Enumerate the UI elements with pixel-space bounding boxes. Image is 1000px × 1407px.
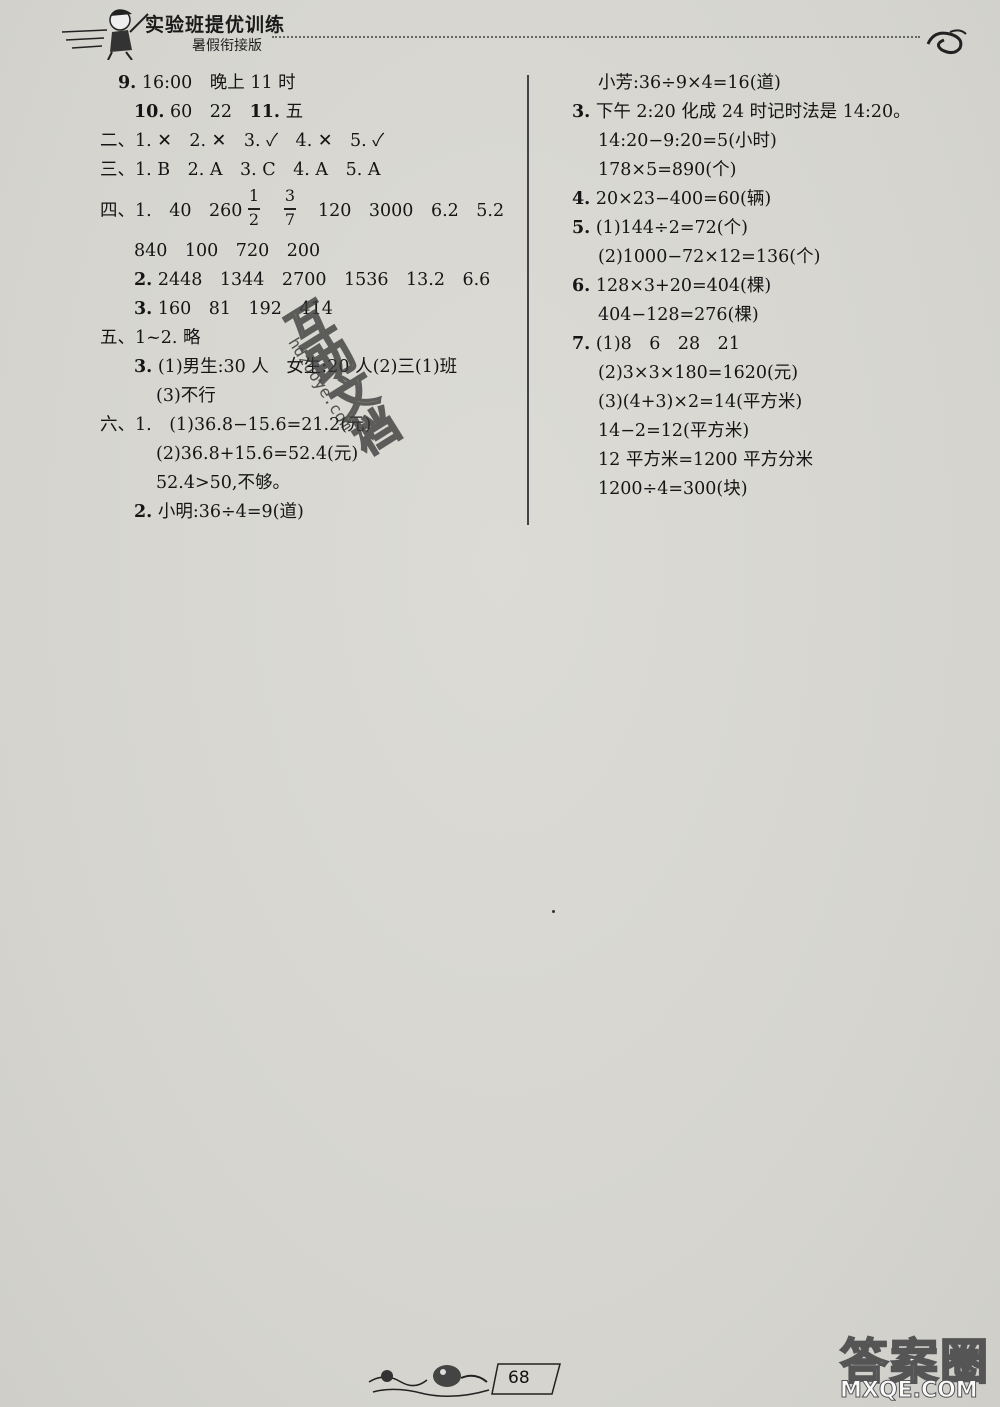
answer-line: 小芳:36÷9×4=16(道) xyxy=(598,73,781,93)
fraction-numerator: 1 xyxy=(248,186,260,205)
page-number-frame xyxy=(491,1363,561,1395)
answer-line: 404−128=276(棵) xyxy=(598,305,759,325)
answer-line: 二、1. ✕ 2. ✕ 3. ✓ 4. ✕ 5. ✓ xyxy=(100,131,385,151)
fraction-bar xyxy=(248,208,260,210)
answer-line: 4. 20×23−400=60(辆) xyxy=(572,189,772,209)
scan-speck xyxy=(552,910,555,913)
answer-line: 5. (1)144÷2=72(个) xyxy=(572,218,748,238)
answer-line: 52.4>50,不够。 xyxy=(156,473,290,493)
answer-line: 10. 60 22 11. 五 xyxy=(134,102,304,122)
answer-line: 2. 2448 1344 2700 1536 13.2 6.6 xyxy=(134,270,491,290)
header-dotted-rule xyxy=(272,36,920,38)
answer-line: 3. (1)男生:30 人 女生:20 人(2)三(1)班 xyxy=(134,357,458,377)
fraction-numerator: 3 xyxy=(284,186,296,205)
answer-line: 840 100 720 200 xyxy=(134,241,321,261)
answer-line: 五、1~2. 略 xyxy=(100,328,201,348)
fraction-denominator: 2 xyxy=(248,210,260,229)
answer-line: 120 3000 6.2 5.2 xyxy=(318,201,505,221)
answer-line: 3. 下午 2:20 化成 24 时记时法是 14:20。 xyxy=(572,102,911,122)
answer-line: 9. 16:00 晚上 11 时 xyxy=(118,73,296,93)
swirl-ornament-icon xyxy=(926,29,967,55)
answer-line: 6. 128×3+20=404(棵) xyxy=(572,276,772,296)
answer-line: 12 平方米=1200 平方分米 xyxy=(598,450,814,470)
corner-logo-url: MXQE.COM xyxy=(840,1378,979,1404)
column-divider xyxy=(527,75,529,525)
header-subtitle: 暑假衔接版 xyxy=(192,38,262,54)
answer-line: 三、1. B 2. A 3. C 4. A 5. A xyxy=(100,160,381,180)
answer-line: (2)36.8+15.6=52.4(元) xyxy=(156,444,359,464)
answer-line: 2. 小明:36÷4=9(道) xyxy=(134,502,304,522)
answer-line: 四、1. 40 260 xyxy=(100,201,243,221)
answer-line: 178×5=890(个) xyxy=(598,160,737,180)
fraction-bar xyxy=(284,208,296,210)
answer-line: 六、1. (1)36.8−15.6=21.2(元) xyxy=(100,415,372,435)
cartoon-footer-icon xyxy=(368,1365,490,1397)
answer-line: 7. (1)8 6 28 21 xyxy=(572,334,740,354)
header-title: 实验班提优训练 xyxy=(145,14,286,36)
fraction-denominator: 7 xyxy=(284,210,296,229)
answer-line: (3)不行 xyxy=(156,386,216,406)
answer-line: (2)1000−72×12=136(个) xyxy=(598,247,821,267)
answer-line: 14:20−9:20=5(小时) xyxy=(598,131,777,151)
answer-line: 14−2=12(平方米) xyxy=(598,421,750,441)
page-header: 实验班提优训练 暑假衔接版 xyxy=(0,0,1000,60)
cartoon-student-icon xyxy=(62,9,149,60)
page-number: 68 xyxy=(508,1368,530,1388)
answer-line: 3. 160 81 192 414 xyxy=(134,299,333,319)
answer-line: (3)(4+3)×2=14(平方米) xyxy=(598,392,803,412)
answer-line: 1200÷4=300(块) xyxy=(598,479,748,499)
answer-line: (2)3×3×180=1620(元) xyxy=(598,363,799,383)
corner-logo-text: 答案圈 xyxy=(839,1333,991,1391)
